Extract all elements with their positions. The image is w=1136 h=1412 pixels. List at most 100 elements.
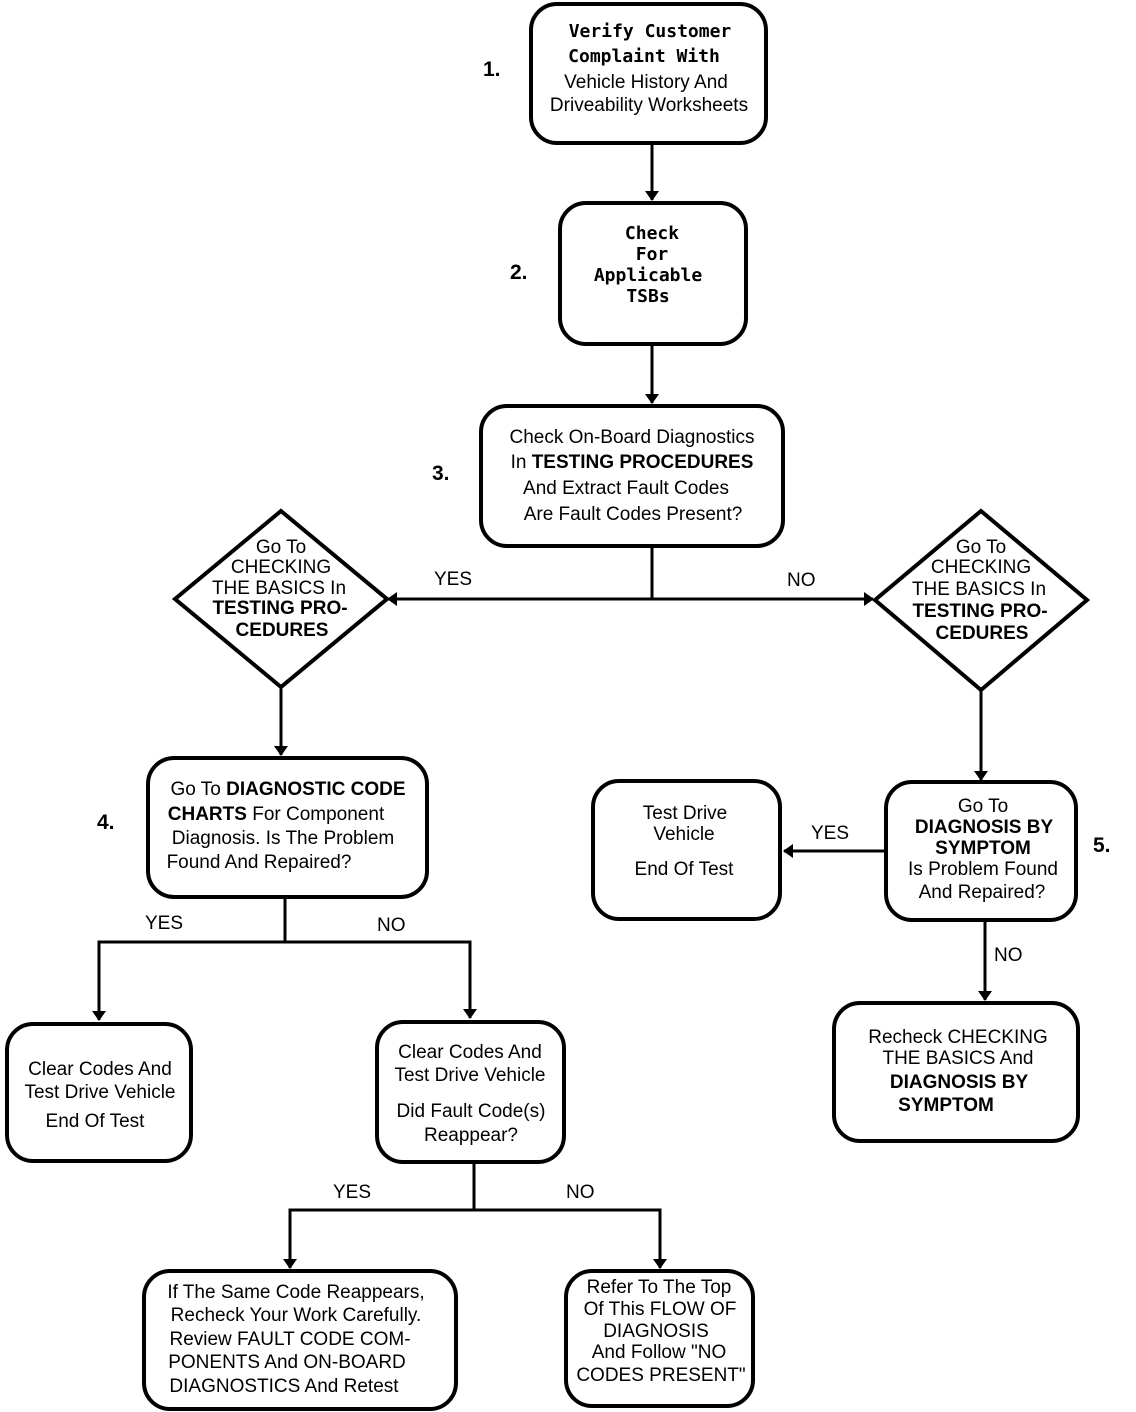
node-verify-line-1: Verify Customer (569, 21, 732, 42)
node-basics-left-diamond (171, 508, 391, 690)
node-basics-right-diamond (871, 508, 1091, 693)
node-clear-end-end-of-test: End Of Test (46, 1111, 146, 1132)
node-symptom-line-4: Is Problem Found (908, 859, 1058, 880)
node-symptom-line-1: Go To (958, 796, 1008, 817)
node-symptom-box (884, 780, 1078, 922)
node-code-charts-line-1-prefix: Go To (170, 779, 226, 800)
node-same-code-line-5: DIAGNOSTICS And Retest (169, 1376, 399, 1397)
node-basics-right-line-5: CEDURES (936, 623, 1029, 644)
node-code-charts-line-1-bold: DIAGNOSTIC CODE (226, 779, 405, 800)
node-symptom-line-2: DIAGNOSIS BY (915, 817, 1054, 838)
node-diagnosis-by-symptom: Go To DIAGNOSIS BY SYMPTOM Is Problem Fo… (884, 780, 1078, 922)
node-clear-codes-reappear: Clear Codes And Test Drive Vehicle Did F… (375, 1020, 566, 1164)
label-no-code-charts: NO (377, 915, 406, 936)
node-recheck-line-1: Recheck CHECKING (868, 1027, 1048, 1048)
node-same-code-line-1: If The Same Code Reappears, (167, 1282, 424, 1303)
node-code-charts-line-1: Go To DIAGNOSTIC CODE (170, 779, 405, 800)
node-obd-line-4: Are Fault Codes Present? (524, 504, 743, 525)
arrow-reappear-no (474, 1208, 667, 1269)
node-basics-left-line-5: CEDURES (236, 620, 329, 641)
node-diagnostic-code-charts: Go To DIAGNOSTIC CODE CHARTS For Compone… (146, 756, 429, 899)
node-test-drive-line-1: Test Drive (643, 803, 727, 824)
node-verify-line-2: Complaint With (568, 46, 720, 67)
node-same-code-line-4: PONENTS And ON-BOARD (168, 1352, 406, 1373)
label-yes-obd: YES (434, 569, 472, 590)
node-tsb-box (558, 201, 748, 346)
node-clear-end-box (5, 1022, 193, 1163)
node-checking-basics-left: Go To CHECKING THE BASICS In TESTING PRO… (171, 508, 391, 690)
label-no-symptom: NO (994, 945, 1023, 966)
node-clear-end-line-1: Clear Codes And (28, 1059, 172, 1080)
node-code-charts-line-4: Found And Repaired? (167, 852, 352, 873)
label-yes-symptom: YES (811, 823, 849, 844)
node-basics-right-line-2: CHECKING (931, 557, 1031, 578)
node-code-charts-line-3: Diagnosis. Is The Problem (172, 828, 394, 849)
node-tsb-line-2: For (636, 244, 669, 265)
node-refer-top-line-2: Of This FLOW OF (584, 1299, 737, 1320)
label-yes-reappear: YES (333, 1182, 371, 1203)
node-recheck-line-2: THE BASICS And (882, 1048, 1033, 1069)
node-tsb-line-4: TSBs (626, 286, 669, 307)
node-refer-to-top: Refer To The Top Of This FLOW OF DIAGNOS… (564, 1269, 755, 1408)
node-test-drive-line-2: Vehicle (653, 824, 714, 845)
label-no-obd: NO (787, 570, 816, 591)
step-number-1: 1. (483, 58, 501, 81)
node-same-code-box (142, 1269, 458, 1411)
node-obd-line-2: In TESTING PROCEDURES (511, 452, 754, 473)
node-verify-line-3: Vehicle History And (564, 72, 728, 93)
node-tsb-line-1: Check (625, 223, 679, 244)
step-number-4: 4. (97, 811, 115, 834)
node-test-drive-end-of-test: End Of Test (635, 859, 735, 880)
node-basics-right-line-1: Go To (956, 537, 1006, 558)
node-basics-right-line-4: TESTING PRO- (912, 601, 1047, 622)
node-symptom-line-3: SYMPTOM (935, 838, 1031, 859)
node-symptom-line-5: And Repaired? (919, 882, 1046, 903)
node-obd-line-1: Check On-Board Diagnostics (510, 427, 755, 448)
node-verify-line-4: Driveability Worksheets (550, 95, 748, 116)
node-clear-reappear-line-2: Test Drive Vehicle (394, 1065, 545, 1086)
node-test-drive-box (591, 779, 782, 921)
connectors (92, 143, 992, 1269)
node-basics-left-line-1: Go To (256, 537, 306, 558)
node-basics-left-line-2: CHECKING (231, 557, 331, 578)
label-no-reappear: NO (566, 1182, 595, 1203)
node-clear-reappear-question-2: Reappear? (424, 1125, 518, 1146)
node-refer-top-line-1: Refer To The Top (587, 1277, 732, 1298)
step-number-2: 2. (510, 261, 528, 284)
node-onboard-diagnostics: Check On-Board Diagnostics In TESTING PR… (479, 404, 785, 548)
node-recheck-line-4: SYMPTOM (898, 1095, 994, 1116)
label-yes-code-charts: YES (145, 913, 183, 934)
node-clear-reappear-line-1: Clear Codes And (398, 1042, 542, 1063)
node-obd-line-2-prefix: In (511, 452, 532, 473)
arrow-code-charts-yes (92, 940, 285, 1021)
node-code-charts-box (146, 756, 429, 899)
node-clear-codes-end: Clear Codes And Test Drive Vehicle End O… (5, 1022, 193, 1163)
node-refer-top-line-3: DIAGNOSIS (603, 1321, 709, 1342)
node-test-drive-end: Test Drive Vehicle End Of Test (591, 779, 782, 921)
node-refer-top-box (564, 1269, 755, 1408)
step-number-5: 5. (1093, 834, 1111, 857)
arrow-code-charts-no (285, 940, 477, 1019)
node-same-code-reappears: If The Same Code Reappears, Recheck Your… (142, 1269, 458, 1411)
step-number-3: 3. (432, 462, 450, 485)
node-refer-top-line-5: CODES PRESENT" (576, 1365, 745, 1386)
node-recheck-box (832, 1001, 1080, 1143)
node-recheck-basics: Recheck CHECKING THE BASICS And DIAGNOSI… (832, 1001, 1080, 1143)
node-same-code-line-2: Recheck Your Work Carefully. (171, 1305, 422, 1326)
node-refer-top-line-4: And Follow "NO (592, 1342, 727, 1363)
node-obd-line-3: And Extract Fault Codes (523, 478, 729, 499)
node-code-charts-line-2-bold: CHARTS (168, 804, 247, 825)
node-obd-line-2-bold: TESTING PROCEDURES (532, 452, 754, 473)
node-verify-complaint: Verify Customer Complaint With Vehicle H… (529, 2, 768, 145)
node-basics-left-line-4: TESTING PRO- (212, 598, 347, 619)
node-checking-basics-right: Go To CHECKING THE BASICS In TESTING PRO… (871, 508, 1091, 693)
node-clear-reappear-question-1: Did Fault Code(s) (397, 1101, 546, 1122)
node-code-charts-line-2-suffix: For Component (247, 804, 385, 825)
arrow-reappear-yes (283, 1208, 474, 1269)
node-tsb-line-3: Applicable (594, 265, 703, 286)
node-code-charts-line-2: CHARTS For Component (168, 804, 385, 825)
node-obd-box (479, 404, 785, 548)
node-same-code-line-3: Review FAULT CODE COM- (169, 1329, 410, 1350)
node-clear-reappear-box (375, 1020, 566, 1164)
